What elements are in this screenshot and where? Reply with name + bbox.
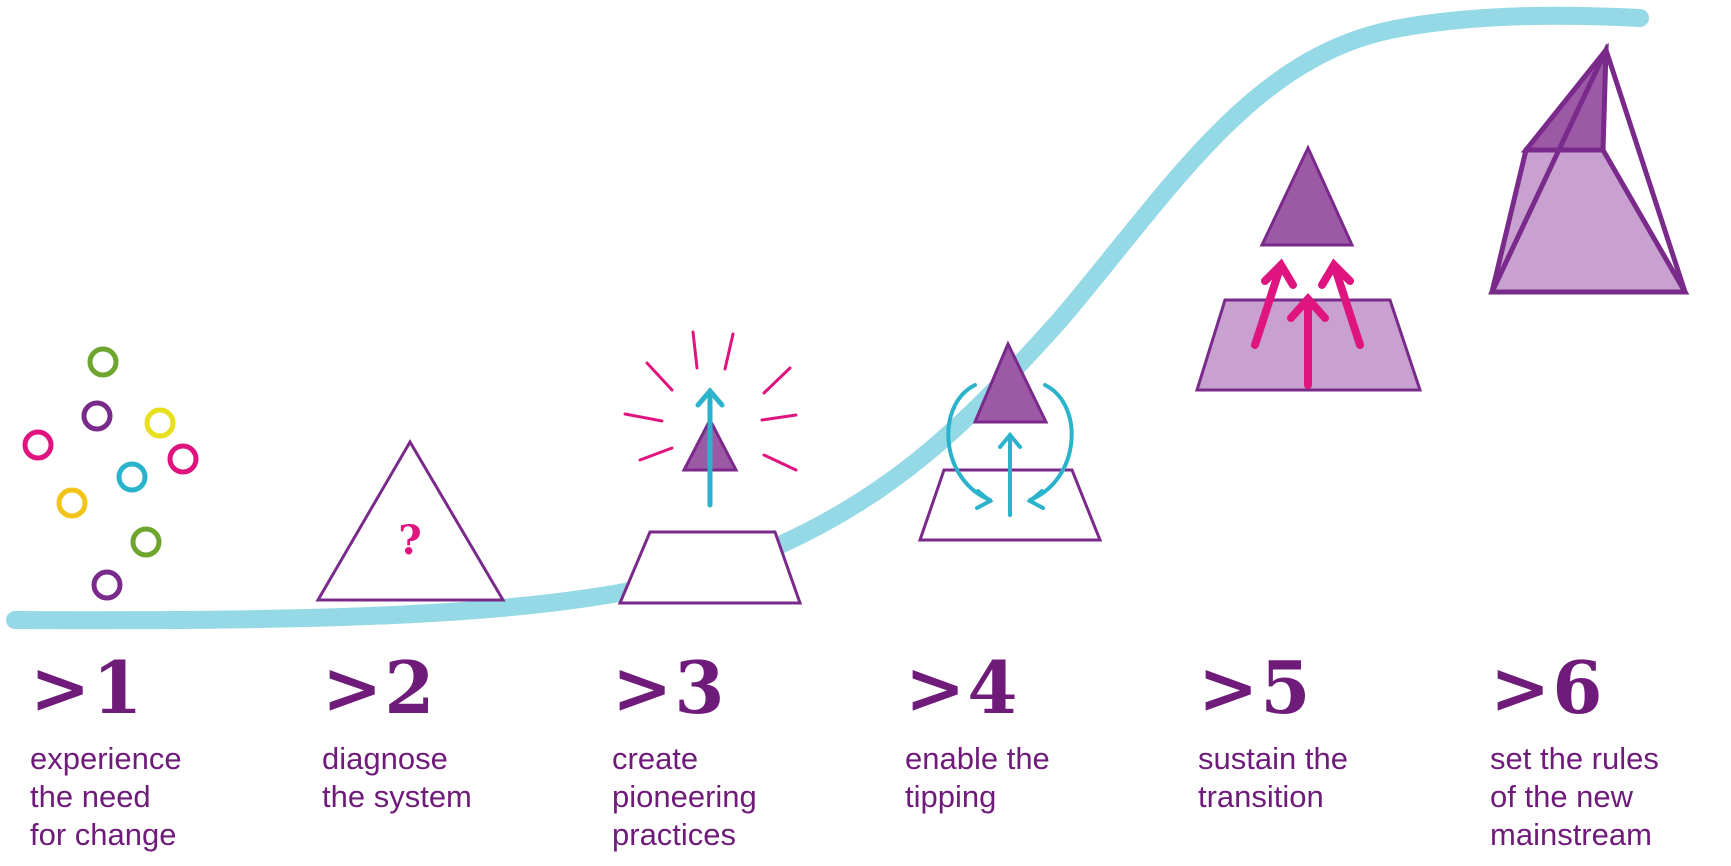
circle-icon (144, 407, 176, 439)
stage-1-line-3: for change (30, 817, 177, 852)
circle-icon (22, 429, 54, 461)
stage-6-description: set the rules of the new mainstream (1490, 740, 1659, 854)
stage-5-icon (1194, 144, 1423, 392)
stage-4-number: >4 (905, 645, 1020, 730)
stage-6-line-1: set the rules (1490, 741, 1659, 776)
up-arrow-icon (695, 387, 725, 508)
stage-5-line-2: transition (1198, 779, 1324, 814)
pink-rays-icon (623, 330, 798, 472)
stage-2-number: >2 (322, 645, 437, 730)
pink-up-arrows-icon (1251, 258, 1364, 389)
small-triangle (1259, 144, 1355, 247)
small-triangle (972, 340, 1049, 424)
large-triangle-top (1520, 42, 1609, 153)
stage-6-line-3: mainstream (1490, 817, 1652, 852)
stage-3-description: create pioneering practices (612, 740, 757, 854)
triangle-outline (315, 439, 506, 602)
circular-arrows-icon (946, 383, 1074, 517)
circle-icon (116, 461, 148, 493)
stage-3-line-3: practices (612, 817, 737, 852)
stage-1-icon (22, 346, 199, 601)
stage-3-icon (617, 330, 803, 605)
stage-3-line-1: create (612, 741, 699, 776)
stage-4-line-2: tipping (905, 779, 997, 814)
stage-2-line-1: diagnose (322, 741, 448, 776)
stage-4-line-1: enable the (905, 741, 1050, 776)
stage-1-number: >1 (30, 645, 145, 730)
stage-5-number: >5 (1198, 645, 1313, 730)
circle-icon (167, 443, 199, 475)
stage-4-description: enable the tipping (905, 740, 1050, 816)
circle-icon (130, 526, 162, 558)
stage-1-line-1: experience (30, 741, 182, 776)
stage-6-line-2: of the new (1490, 779, 1634, 814)
stage-2-description: diagnose the system (322, 740, 472, 816)
circle-icon (81, 400, 113, 432)
circle-icon (56, 487, 88, 519)
stage-1-line-2: the need (30, 779, 151, 814)
stage-2-line-2: the system (322, 779, 472, 814)
large-triangle-outline (1488, 43, 1689, 295)
stage-6-number: >6 (1490, 645, 1605, 730)
question-mark-icon: ? (398, 517, 421, 564)
stage-4-icon (917, 340, 1103, 542)
stage-5-line-1: sustain the (1198, 741, 1348, 776)
stage-2-icon: ? (315, 439, 506, 602)
circle-icon (87, 346, 119, 378)
trapezoid-outline (617, 530, 803, 605)
large-triangle-base (1488, 147, 1690, 295)
stage-3-line-2: pioneering (612, 779, 757, 814)
stage-6-icon (1488, 42, 1690, 295)
stage-1-description: experience the need for change (30, 740, 182, 854)
stage-5-description: sustain the transition (1198, 740, 1348, 816)
stage-3-number: >3 (612, 645, 727, 730)
circle-icon (91, 569, 123, 601)
